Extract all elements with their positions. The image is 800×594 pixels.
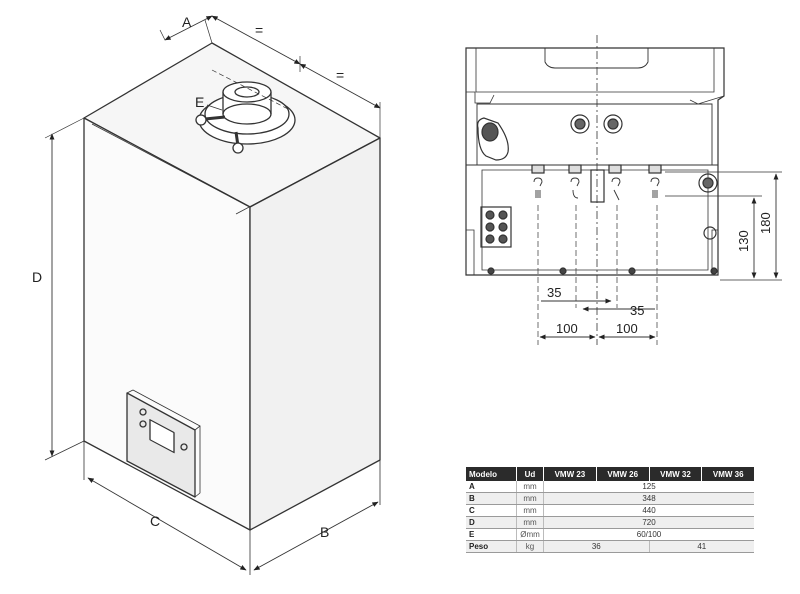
- dim-35-right: 35: [630, 303, 644, 318]
- boiler-side-face: [249, 137, 381, 531]
- electrical-grommets: [480, 206, 512, 248]
- header-vmw36: VMW 36: [701, 467, 754, 481]
- row-value: 440: [543, 504, 754, 517]
- boiler-isometric-view: [83, 42, 381, 575]
- flue-pipe-top: [222, 81, 272, 103]
- row-unit: mm: [516, 492, 544, 505]
- table-row: C mm 440: [466, 504, 754, 517]
- header-vmw32: VMW 32: [649, 467, 703, 481]
- bottom-view-dimensions: [537, 35, 782, 345]
- iso-dimensions: [44, 15, 381, 571]
- control-display: [149, 419, 175, 454]
- row-value-b: 41: [649, 540, 754, 553]
- control-knob-3: [180, 443, 188, 451]
- label-b: B: [320, 524, 329, 540]
- upper-connection-right: [603, 114, 623, 134]
- connection-2: [568, 164, 582, 174]
- row-value: 60/100: [543, 528, 754, 541]
- connection-4: [648, 164, 662, 174]
- table-row: A mm 125: [466, 481, 754, 493]
- row-label: C: [466, 504, 517, 517]
- header-model: Modelo: [466, 467, 517, 481]
- row-unit: mm: [516, 516, 544, 529]
- row-label: A: [466, 481, 517, 493]
- dim-180: 180: [758, 212, 773, 234]
- dim-100-left: 100: [556, 321, 578, 336]
- table-row: Peso kg 36 41: [466, 540, 754, 553]
- label-e: E: [195, 94, 204, 110]
- table-row: E Ømm 60/100: [466, 528, 754, 541]
- right-connector: [698, 173, 718, 193]
- table-row: B mm 348: [466, 492, 754, 505]
- row-label: B: [466, 492, 517, 505]
- connection-1: [531, 164, 545, 174]
- dim-35-left: 35: [547, 285, 561, 300]
- equal-mark-1: =: [255, 22, 263, 38]
- row-label: D: [466, 516, 517, 529]
- equal-mark-2: =: [336, 67, 344, 83]
- condensate-trap: [477, 117, 509, 161]
- label-a: A: [182, 14, 192, 30]
- dim-130: 130: [736, 230, 751, 252]
- dim-100-right: 100: [616, 321, 638, 336]
- row-label: Peso: [466, 540, 517, 553]
- control-knob-1: [139, 408, 147, 416]
- row-unit: kg: [516, 540, 544, 553]
- label-c: C: [150, 513, 160, 529]
- row-value: 125: [543, 481, 754, 493]
- row-unit: mm: [516, 481, 544, 493]
- upper-connection-left: [570, 114, 590, 134]
- flue-sample-port: [204, 115, 226, 121]
- row-unit: mm: [516, 504, 544, 517]
- row-label: E: [466, 528, 517, 541]
- header-vmw26: VMW 26: [596, 467, 650, 481]
- row-value: 348: [543, 492, 754, 505]
- row-unit: Ømm: [516, 528, 544, 541]
- header-vmw23: VMW 23: [543, 467, 597, 481]
- label-d: D: [32, 269, 42, 285]
- spec-table: Modelo Ud VMW 23 VMW 26 VMW 32 VMW 36 A …: [466, 467, 754, 553]
- header-unit: Ud: [516, 467, 544, 481]
- spec-table-header: Modelo Ud VMW 23 VMW 26 VMW 32 VMW 36: [466, 467, 754, 481]
- table-row: D mm 720: [466, 516, 754, 529]
- control-knob-2: [139, 420, 147, 428]
- boiler-bottom-view: [465, 47, 725, 276]
- row-value: 720: [543, 516, 754, 529]
- casing-outline: [465, 47, 725, 276]
- row-value-a: 36: [543, 540, 650, 553]
- connection-3: [608, 164, 622, 174]
